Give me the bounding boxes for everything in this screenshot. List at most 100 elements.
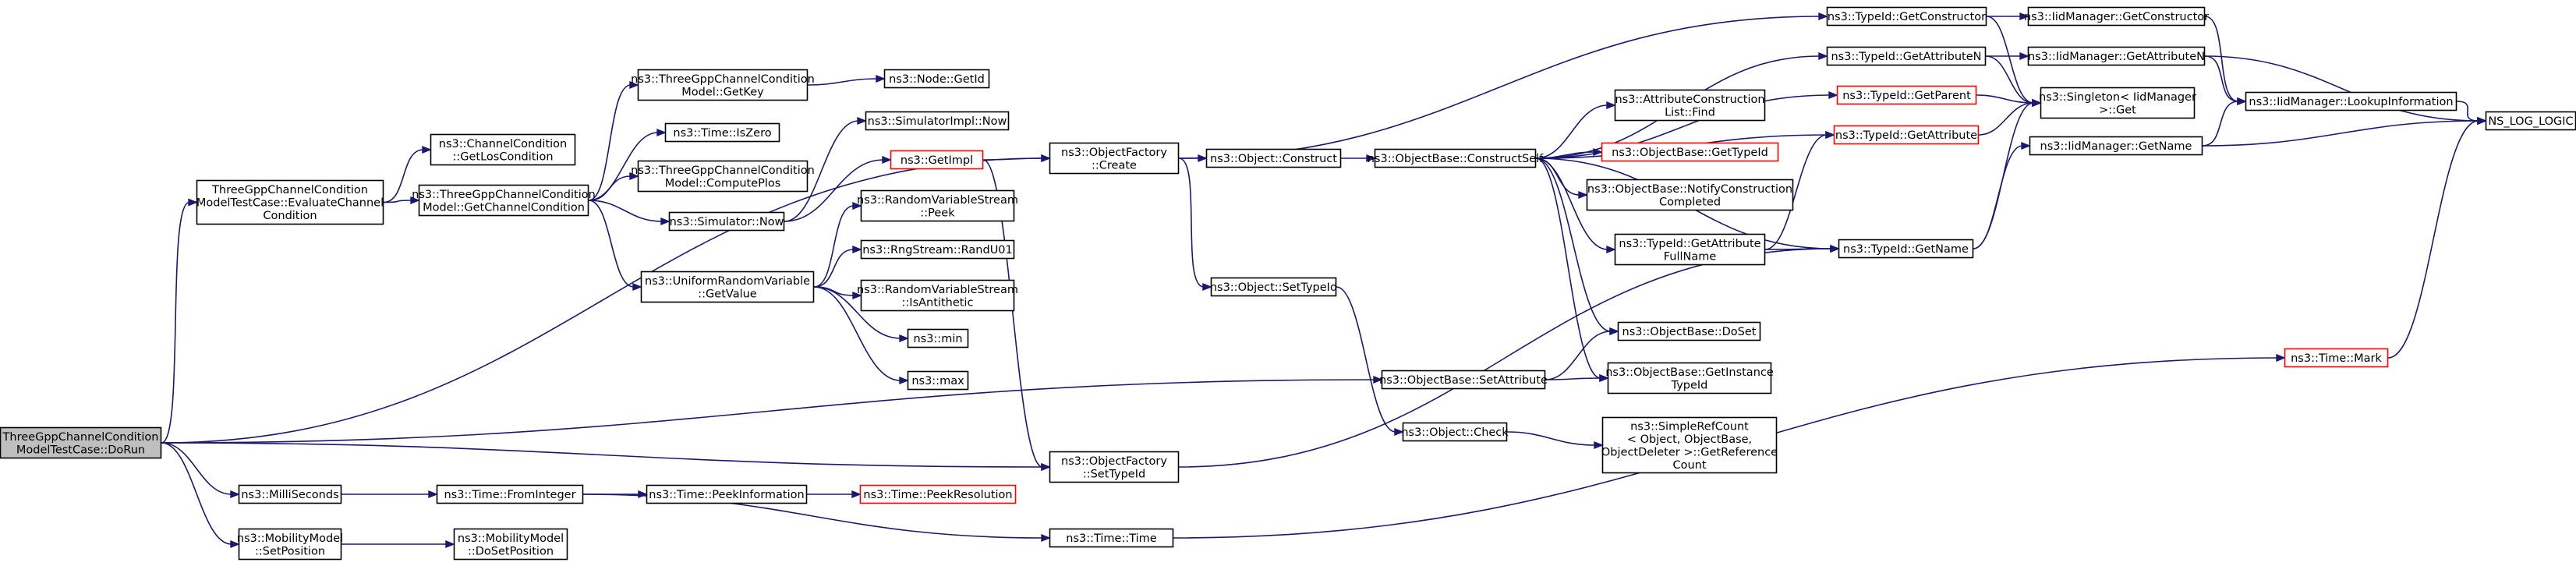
node-label-line: ns3::RandomVariableStream [857,284,1018,296]
node-ns3-channelcondition-getloscondition[interactable]: ns3::ChannelCondition::GetLosCondition [430,133,576,166]
node-ns3-threegppchannelcondition-model-getchannelcondition[interactable]: ns3::ThreeGppChannelConditionModel::GetC… [412,184,596,217]
node-ns3-iidmanager-getname[interactable]: ns3::IidManager::GetName [2029,136,2203,156]
node-label-line: ns3::Time::PeekResolution [863,489,1012,501]
node-label-line: Completed [1659,196,1721,208]
node-ns3-objectfactory-create[interactable]: ns3::ObjectFactory::Create [1049,142,1180,175]
node-label-line: ns3::ObjectBase::SetAttribute [1379,374,1548,387]
node-ns3-iidmanager-lookupinformation[interactable]: ns3::IidManager::LookupInformation [2245,91,2457,111]
node-ns3-objectbase-setattribute[interactable]: ns3::ObjectBase::SetAttribute [1379,370,1548,390]
node-ns3-uniformrandomvariable-getvalue[interactable]: ns3::UniformRandomVariable::GetValue [640,271,815,303]
node-box [2284,348,2389,368]
node-box [1826,46,1987,66]
edge-n04-n09 [588,200,671,226]
node-ns3-time-mark[interactable]: ns3::Time::Mark [2284,348,2389,368]
node-label-line: Model::ComputePlos [665,177,781,189]
node-label-line: ns3::Object::SetTypeId [1210,281,1337,294]
node-box [1381,370,1546,390]
node-label-line: ns3::Time::PeekInformation [649,489,804,501]
node-label-line: ::GetLosCondition [452,150,553,163]
node-ns3-objectbase-doset[interactable]: ns3::ObjectBase::DoSet [1617,321,1761,341]
node-ns3-objectfactory-settypeid[interactable]: ns3::ObjectFactory::SetTypeId [1049,451,1180,483]
node-ns3-getimpl[interactable]: ns3::GetImpl [890,150,984,170]
node-ns3-time-frominteger[interactable]: ns3::Time::FromInteger [436,484,584,504]
node-ns3-milliseconds[interactable]: ns3::MilliSeconds [238,484,342,504]
node-ns3-min[interactable]: ns3::min [907,328,969,348]
node-ns3-iidmanager-getattributen[interactable]: ns3::IidManager::GetAttributeN [2027,46,2206,66]
edge-n20-n36 [1535,157,1619,336]
node-box [1601,142,1779,162]
edge-n01-n25 [161,442,240,499]
node-label-line: ::DoSetPosition [468,545,554,557]
edge-n04-n12 [588,200,642,292]
node-label-line: ns3::Node::GetId [889,73,985,86]
node-ns3-randomvariablestream-isantithetic[interactable]: ns3::RandomVariableStream::IsAntithetic [857,279,1018,312]
node-box [1601,416,1778,474]
edge-n21-n22 [1336,286,1404,437]
node-ns3-simulator-now[interactable]: ns3::Simulator::Now [668,211,785,232]
node-ns3-node-getid[interactable]: ns3::Node::GetId [883,69,990,89]
node-ns3-typeid-getparent[interactable]: ns3::TypeId::GetParent [1836,85,1977,105]
node-label-line: ns3::TypeId::GetAttribute [1619,238,1760,250]
edge-n20-n41 [1535,90,1838,159]
node-ns3-objectbase-notifyconstruction-completed[interactable]: ns3::ObjectBase::NotifyConstructionCompl… [1586,179,1794,211]
edge-n41-n47 [1976,94,2042,108]
edge-n25-n26 [341,490,438,499]
node-ns3-threegppchannelcondition-model-getkey[interactable]: ns3::ThreeGppChannelConditionModel::GetK… [631,69,815,101]
edge-n12-n14 [813,245,862,288]
node-ns3-singleton-iidmanager-get[interactable]: ns3::Singleton< IidManager>::Get [2039,87,2196,119]
node-ns3-typeid-getconstructor[interactable]: ns3::TypeId::GetConstructor [1826,6,1987,27]
edge-n09-n10 [784,116,867,222]
node-ns3-rngstream-randu01[interactable]: ns3::RngStream::RandU01 [860,239,1015,260]
node-ns3-time-time[interactable]: ns3::Time::Time [1049,528,1174,548]
node-ns3-max[interactable]: ns3::max [907,370,969,391]
node-ns3-time-peekinformation[interactable]: ns3::Time::PeekInformation [646,484,808,504]
node-ns3-typeid-getname[interactable]: ns3::TypeId::GetName [1838,239,1974,259]
edge-n12-n13 [813,201,862,288]
node-ns3-typeid-getattributen[interactable]: ns3::TypeId::GetAttributeN [1826,46,1987,66]
node-ns3-mobilitymodel-setposition[interactable]: ns3::MobilityModel::SetPosition [237,528,343,561]
edge-n50-n49 [2387,116,2487,359]
node-ns3-objectbase-gettypeid[interactable]: ns3::ObjectBase::GetTypeId [1601,142,1779,162]
node-ns3-object-check[interactable]: ns3::Object::Check [1401,422,1509,442]
edge-n20-n37 [1535,157,1609,383]
node-ns3-threegppchannelcondition-model-computeplos[interactable]: ns3::ThreeGppChannelConditionModel::Comp… [631,160,815,193]
node-ns3-object-settypeid[interactable]: ns3::Object::SetTypeId [1210,277,1337,297]
node-box [238,484,342,504]
node-box [907,328,969,348]
edge-n42-n47 [1978,98,2042,136]
node-label-line: ns3::TypeId::GetAttribute [1835,129,1977,142]
node-label-line: ns3::ObjectBase::GetInstance [1605,366,1774,379]
edge-n12-n16 [813,286,909,343]
node-box [453,528,568,561]
edge-n35-n42 [1764,130,1835,250]
node-ns3-time-peekresolution[interactable]: ns3::Time::PeekResolution [859,484,1017,504]
node-threegppchannelcondition-modeltestcase-dorun: ThreeGppChannelConditionModelTestCase::D… [0,426,162,459]
node-label-line: ns3::IidManager::GetName [2040,140,2192,153]
node-box [637,69,809,101]
node-ns3-randomvariablestream-peek[interactable]: ns3::RandomVariableStream::Peek [857,189,1018,222]
node-ns3-mobilitymodel-dosetposition[interactable]: ns3::MobilityModel::DoSetPosition [453,528,568,561]
node-label-line: ::SetPosition [255,545,325,557]
edge-n22-n38 [1506,431,1604,450]
node-threegppchannelcondition-modeltestcase-evaluatechannel-condition[interactable]: ThreeGppChannelConditionModelTestCase::E… [196,179,384,225]
node-box [238,528,342,561]
node-box [418,184,589,217]
node-ns3-simplerefcount-object-objectbase-objectdeleter-getreference-count[interactable]: ns3::SimpleRefCount< Object, ObjectBase,… [1601,416,1778,474]
node-ns3-objectbase-constructself[interactable]: ns3::ObjectBase::ConstructSelf [1368,148,1544,168]
node-label-line: ::SetTypeId [1083,468,1145,480]
node-ns3-object-construct[interactable]: ns3::Object::Construct [1205,148,1342,168]
node-ns3-time-iszero[interactable]: ns3::Time::IsZero [664,122,780,143]
node-ns3-typeid-getattribute[interactable]: ns3::TypeId::GetAttribute [1833,125,1980,145]
node-ns3-iidmanager-getconstructor[interactable]: ns3::IidManager::GetConstructor [2024,6,2209,27]
node-ns3-simulatorimpl-now[interactable]: ns3::SimulatorImpl::Now [865,111,1010,131]
node-box [1614,89,1766,122]
node-box [1607,362,1772,394]
edge-n05-n06 [807,74,886,86]
edge-n04-n08 [588,172,639,201]
node-ns-log-logic[interactable]: NS_LOG_LOGIC [2485,111,2576,131]
node-box [2040,87,2196,119]
